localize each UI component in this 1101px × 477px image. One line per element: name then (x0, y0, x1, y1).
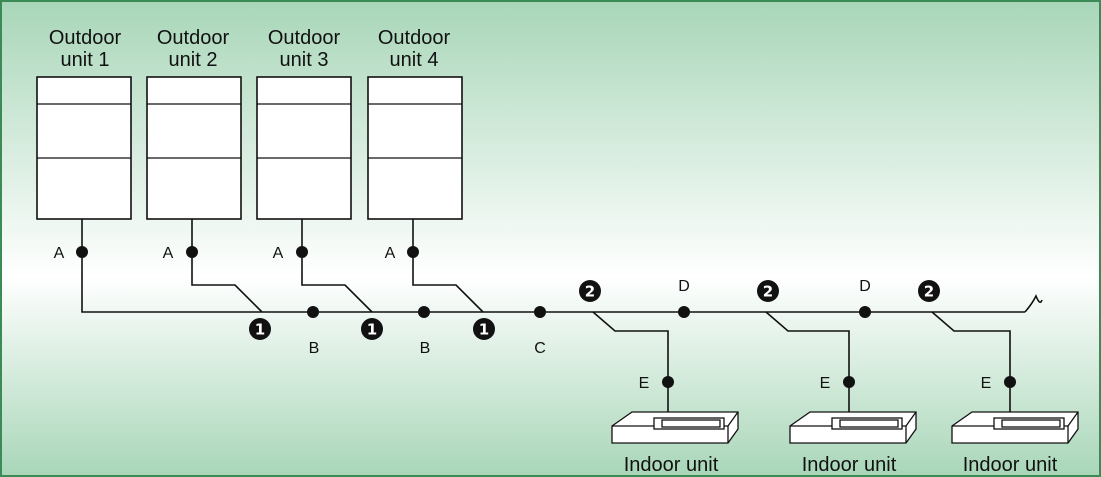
outdoor-branch-badge-1: 1 (249, 318, 271, 340)
point-d-label: D (678, 278, 690, 295)
outdoor-unit-4-title-line2: unit 4 (390, 49, 439, 71)
joint-a-dot (186, 246, 198, 258)
indoor-unit-3 (951, 411, 1079, 444)
joint-a-dot (296, 246, 308, 258)
point-d-label: D (859, 278, 871, 295)
indoor-unit-1 (611, 411, 739, 444)
point-b-dot (307, 306, 319, 318)
outdoor-branch-badge-2: 1 (361, 318, 383, 340)
joint-e-dot (662, 376, 674, 388)
joint-a-dot (407, 246, 419, 258)
joint-e-label: E (639, 375, 650, 392)
indoor-unit-2-label: Indoor unit (802, 454, 897, 476)
outdoor-unit-1 (36, 76, 132, 220)
point-b-label: B (420, 340, 431, 357)
joint-e-label: E (981, 375, 992, 392)
outdoor-unit-3-title-line1: Outdoor (268, 27, 341, 49)
joint-a-label: A (54, 245, 65, 262)
point-d-dot (678, 306, 690, 318)
outdoor-unit-4 (367, 76, 463, 220)
indoor-branch-badge-3: 2 (918, 280, 940, 302)
indoor-unit-2 (789, 411, 917, 444)
joint-a-label: A (163, 245, 174, 262)
outdoor-unit-2-title-line1: Outdoor (157, 27, 230, 49)
outdoor-unit-3-title-line2: unit 3 (280, 49, 329, 71)
indoor-unit-1-label: Indoor unit (624, 454, 719, 476)
svg-text:2: 2 (763, 283, 773, 301)
indoor-branch-badge-1: 2 (579, 280, 601, 302)
svg-text:2: 2 (585, 283, 595, 301)
svg-text:1: 1 (367, 321, 377, 339)
svg-text:2: 2 (924, 283, 934, 301)
outdoor-unit-2 (146, 76, 242, 220)
joint-a-label: A (273, 245, 284, 262)
point-c-dot (534, 306, 546, 318)
indoor-piping (592, 311, 1011, 420)
outdoor-unit-1-title-line1: Outdoor (49, 27, 122, 49)
outdoor-branch-badge-3: 1 (473, 318, 495, 340)
svg-text:1: 1 (255, 321, 265, 339)
point-b-dot (418, 306, 430, 318)
outdoor-unit-3 (256, 76, 352, 220)
joint-a-label: A (385, 245, 396, 262)
outdoor-unit-4-title-line1: Outdoor (378, 27, 451, 49)
point-b-label: B (309, 340, 320, 357)
outdoor-unit-1-title-line2: unit 1 (61, 49, 110, 71)
joint-a-dot (76, 246, 88, 258)
svg-text:1: 1 (479, 321, 489, 339)
joint-e-dot (1004, 376, 1016, 388)
indoor-unit-3-label: Indoor unit (963, 454, 1058, 476)
point-d-dot (859, 306, 871, 318)
joint-e-dot (843, 376, 855, 388)
joint-e-label: E (820, 375, 831, 392)
point-c-label: C (534, 340, 546, 357)
indoor-branch-badge-2: 2 (757, 280, 779, 302)
outdoor-unit-2-title-line2: unit 2 (169, 49, 218, 71)
